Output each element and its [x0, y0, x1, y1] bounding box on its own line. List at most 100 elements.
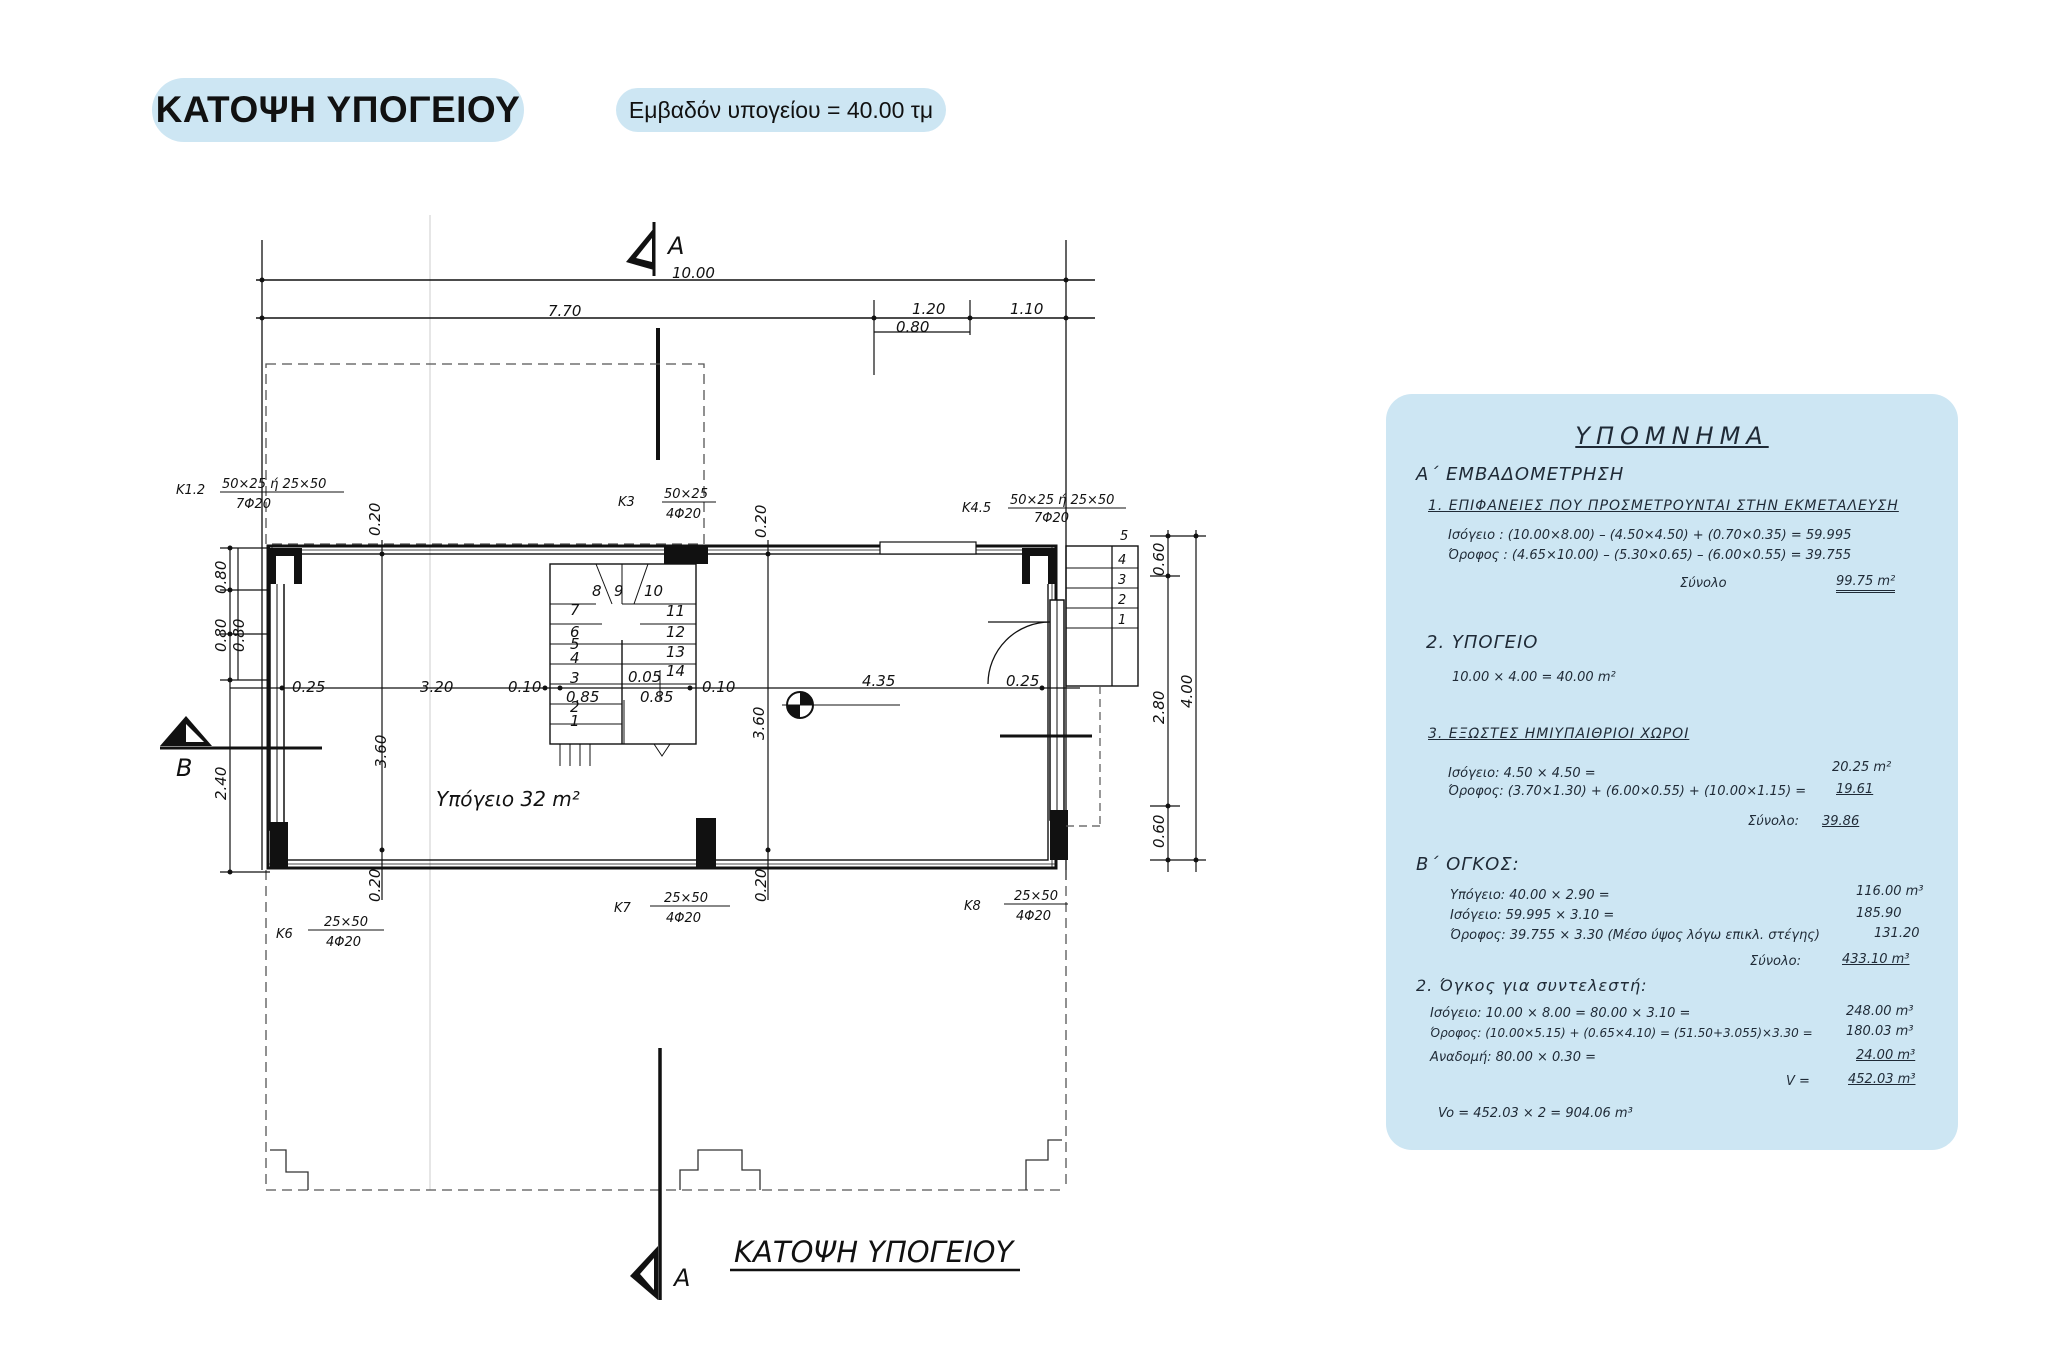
dim-020d: 0.20 — [752, 869, 770, 902]
legend-a3-row1-value: 20.25 m² — [1832, 760, 1892, 775]
col-k6-size: 25×50 — [324, 915, 368, 930]
dim-left-080c: 0.80 — [230, 619, 248, 652]
dim-025a: 0.25 — [292, 678, 325, 696]
legend-a1-row1: Ισόγειο : (10.00×8.00) – (4.50×4.50) + (… — [1448, 528, 1852, 543]
stair-step-6: 6 — [570, 623, 580, 641]
dim-085b: 0.85 — [640, 688, 673, 706]
col-k3-name: K3 — [618, 495, 635, 510]
legend-b-row2-value: 185.90 — [1856, 906, 1902, 921]
legend-b2-row3-value: 24.00 m³ — [1856, 1048, 1916, 1063]
dim-770: 7.70 — [548, 302, 581, 320]
dim-435: 4.35 — [862, 672, 895, 690]
section-marker-top: A — [666, 232, 684, 260]
legend-title: ΥΠΟΜΝΗΜΑ — [1575, 422, 1769, 450]
ext-stair-3: 3 — [1118, 573, 1126, 588]
legend-a2-row: 10.00 × 4.00 = 40.00 m² — [1452, 670, 1616, 685]
col-k8-rebar: 4Φ20 — [1016, 909, 1051, 924]
legend-b2-row3-label: Αναδομή: 80.00 × 0.30 = — [1430, 1050, 1596, 1065]
legend-b-row1-label: Υπόγειο: 40.00 × 2.90 = — [1450, 888, 1610, 903]
legend-section-b: Β΄ ΟΓΚΟΣ: — [1416, 854, 1520, 875]
col-k12-rebar: 7Φ20 — [236, 497, 271, 512]
legend-b2-v-label: V = — [1786, 1074, 1810, 1089]
stair-step-2: 2 — [570, 698, 580, 716]
legend-b-row3-label: Όροφος: 39.755 × 3.30 (Μέσο ύψος λόγω επ… — [1450, 928, 1820, 943]
ext-stair-4: 4 — [1118, 553, 1126, 568]
ext-stair-5: 5 — [1120, 529, 1128, 544]
side-marker-b: B — [176, 754, 192, 782]
legend-b2-row1-value: 248.00 m³ — [1846, 1004, 1914, 1019]
col-k12-size: 50×25 ή 25×50 — [222, 477, 326, 492]
legend-a1-title: 1. ΕΠΙΦΑΝΕΙΕΣ ΠΟΥ ΠΡΟΣΜΕΤΡΟΥΝΤΑΙ ΣΤΗΝ ΕΚ… — [1428, 498, 1899, 514]
legend-a1-row2: Όροφος : (4.65×10.00) – (5.30×0.65) – (6… — [1448, 548, 1852, 563]
dim-020b: 0.20 — [752, 505, 770, 538]
legend-a3-row2-label: Όροφος: (3.70×1.30) + (6.00×0.55) + (10.… — [1448, 784, 1807, 799]
drawing-title: ΚΑΤΟΨΗ ΥΠΟΓΕΙΟΥ — [734, 1235, 1015, 1269]
dim-left-080b: 0.80 — [212, 619, 230, 652]
legend-section-a: Α΄ ΕΜΒΑΔΟΜΕΤΡΗΣΗ — [1416, 464, 1625, 485]
legend-b-sum-value: 433.10 m³ — [1842, 952, 1910, 967]
legend-b2-v-value: 452.03 m³ — [1848, 1072, 1916, 1087]
floor-plan-drawing: A 1 2 3 4 5 6 — [160, 215, 1206, 1300]
dim-010b: 0.10 — [702, 678, 735, 696]
page-title: ΚΑΤΟΨΗ ΥΠΟΓΕΙΟΥ — [152, 78, 524, 142]
dim-360a: 3.60 — [372, 735, 390, 768]
legend-b-row1-value: 116.00 m³ — [1856, 884, 1924, 899]
dim-320: 3.20 — [420, 678, 453, 696]
stair-step-14: 14 — [666, 662, 685, 680]
basement-area-badge: Εμβαδόν υπογείου = 40.00 τμ — [616, 88, 946, 132]
dim-120: 1.20 — [912, 300, 945, 318]
legend-a2-title: 2. ΥΠΟΓΕΙΟ — [1426, 632, 1539, 653]
dim-right-060a: 0.60 — [1150, 543, 1168, 576]
stair-step-5: 5 — [570, 635, 580, 653]
dim-080: 0.80 — [896, 318, 929, 336]
stair-step-8: 8 — [592, 582, 602, 600]
legend-a1-sum-value: 99.75 m² — [1836, 574, 1896, 593]
legend-b2-row1-label: Ισόγειο: 10.00 × 8.00 = 80.00 × 3.10 = — [1430, 1006, 1691, 1021]
col-k45-rebar: 7Φ20 — [1034, 511, 1069, 526]
col-k3-size: 50×25 — [664, 487, 708, 502]
col-k45-name: K4.5 — [962, 501, 991, 516]
dim-right-280: 2.80 — [1150, 691, 1168, 724]
stair-step-9: 9 — [614, 582, 624, 600]
legend-b-sum-label: Σύνολο: — [1750, 954, 1801, 969]
legend-b2-row2-value: 180.03 m³ — [1846, 1024, 1914, 1039]
col-k6-name: K6 — [276, 927, 293, 942]
legend-a3-sum-value: 39.86 — [1822, 814, 1860, 829]
legend-b-row3-value: 131.20 — [1874, 926, 1920, 941]
stair-step-11: 11 — [666, 602, 685, 620]
stair-step-13: 13 — [666, 643, 685, 661]
col-k45-size: 50×25 ή 25×50 — [1010, 493, 1114, 508]
col-k7-name: K7 — [614, 901, 632, 916]
ext-stair-1: 1 — [1118, 613, 1126, 628]
ext-stair-2: 2 — [1118, 593, 1126, 608]
legend-a3-title: 3. ΕΞΩΣΤΕΣ ΗΜΙΥΠΑΙΘΡΙΟΙ ΧΩΡΟΙ — [1428, 726, 1690, 742]
legend-b2-row2-label: Όροφος: (10.00×5.15) + (0.65×4.10) = (51… — [1430, 1026, 1813, 1040]
legend-a3-row1-label: Ισόγειο: 4.50 × 4.50 = — [1448, 766, 1596, 781]
section-marker-bottom: A — [672, 1264, 690, 1292]
dim-360b: 3.60 — [750, 707, 768, 740]
stair-step-10: 10 — [644, 582, 663, 600]
dim-010a: 0.10 — [508, 678, 541, 696]
col-k12-name: K1.2 — [176, 483, 205, 498]
dim-left-240: 2.40 — [212, 767, 230, 800]
legend-b2-title: 2. Όγκος για συντελεστή: — [1416, 976, 1648, 995]
col-k7-rebar: 4Φ20 — [666, 911, 701, 926]
legend-b2-vo: Vo = 452.03 × 2 = 904.06 m³ — [1438, 1106, 1633, 1121]
col-k3-rebar: 4Φ20 — [666, 507, 701, 522]
room-label: Υπόγειο 32 m² — [436, 787, 580, 811]
dim-005: 0.05 — [628, 668, 661, 686]
col-k6-rebar: 4Φ20 — [326, 935, 361, 950]
dim-020a: 0.20 — [366, 503, 384, 536]
col-k7-size: 25×50 — [664, 891, 708, 906]
dim-025b: 0.25 — [1006, 672, 1039, 690]
legend-panel: ΥΠΟΜΝΗΜΑ Α΄ ΕΜΒΑΔΟΜΕΤΡΗΣΗ 1. ΕΠΙΦΑΝΕΙΕΣ … — [1386, 394, 1958, 1150]
dim-020c: 0.20 — [366, 869, 384, 902]
legend-a1-sum-label: Σύνολο — [1680, 576, 1727, 591]
dim-left-080a: 0.80 — [212, 561, 230, 594]
col-k8-name: K8 — [964, 899, 981, 914]
dim-total-width: 10.00 — [672, 264, 715, 282]
stair-step-4: 4 — [570, 649, 580, 667]
col-k8-size: 25×50 — [1014, 889, 1058, 904]
dim-right-060b: 0.60 — [1150, 815, 1168, 848]
dim-110: 1.10 — [1010, 300, 1043, 318]
